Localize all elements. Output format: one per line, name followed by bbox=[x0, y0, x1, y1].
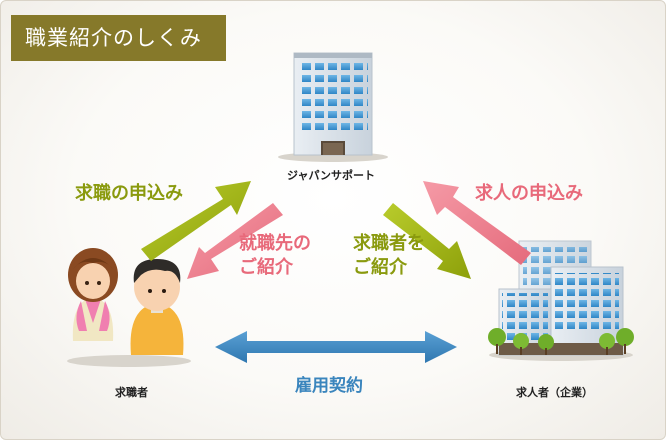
agency-label: ジャパンサポート bbox=[287, 169, 375, 182]
seekers-label: 求職者 bbox=[115, 386, 148, 399]
employment-contract-label: 雇用契約 bbox=[295, 376, 363, 396]
seeker-application-label: 求職の申込み bbox=[75, 183, 183, 204]
job-introduction-label-line1: 就職先の bbox=[239, 233, 311, 254]
employers-label: 求人者（企業） bbox=[516, 386, 593, 399]
employer-buildings-icon bbox=[488, 240, 634, 361]
agency-building-icon bbox=[278, 52, 388, 162]
job-introduction-label: 就職先の ご紹介 bbox=[239, 232, 311, 280]
job-order-label: 求人の申込み bbox=[475, 183, 583, 204]
seeker-introduction-label-line1: 求職者を bbox=[353, 233, 425, 254]
diagram-title: 職業紹介のしくみ bbox=[11, 15, 226, 61]
seeker-introduction-arrow bbox=[383, 203, 471, 279]
seeker-application-arrow bbox=[141, 181, 251, 261]
female-seeker-icon bbox=[68, 248, 118, 341]
employment-contract-arrow bbox=[215, 331, 457, 363]
seeker-introduction-label-line2: ご紹介 bbox=[353, 257, 407, 278]
job-introduction-arrow bbox=[187, 203, 283, 279]
male-seeker-icon bbox=[130, 259, 184, 355]
job-introduction-label-line2: ご紹介 bbox=[239, 257, 293, 278]
job-seekers-icon bbox=[67, 248, 191, 367]
seeker-introduction-label: 求職者を ご紹介 bbox=[353, 232, 425, 280]
job-order-arrow bbox=[423, 181, 531, 265]
